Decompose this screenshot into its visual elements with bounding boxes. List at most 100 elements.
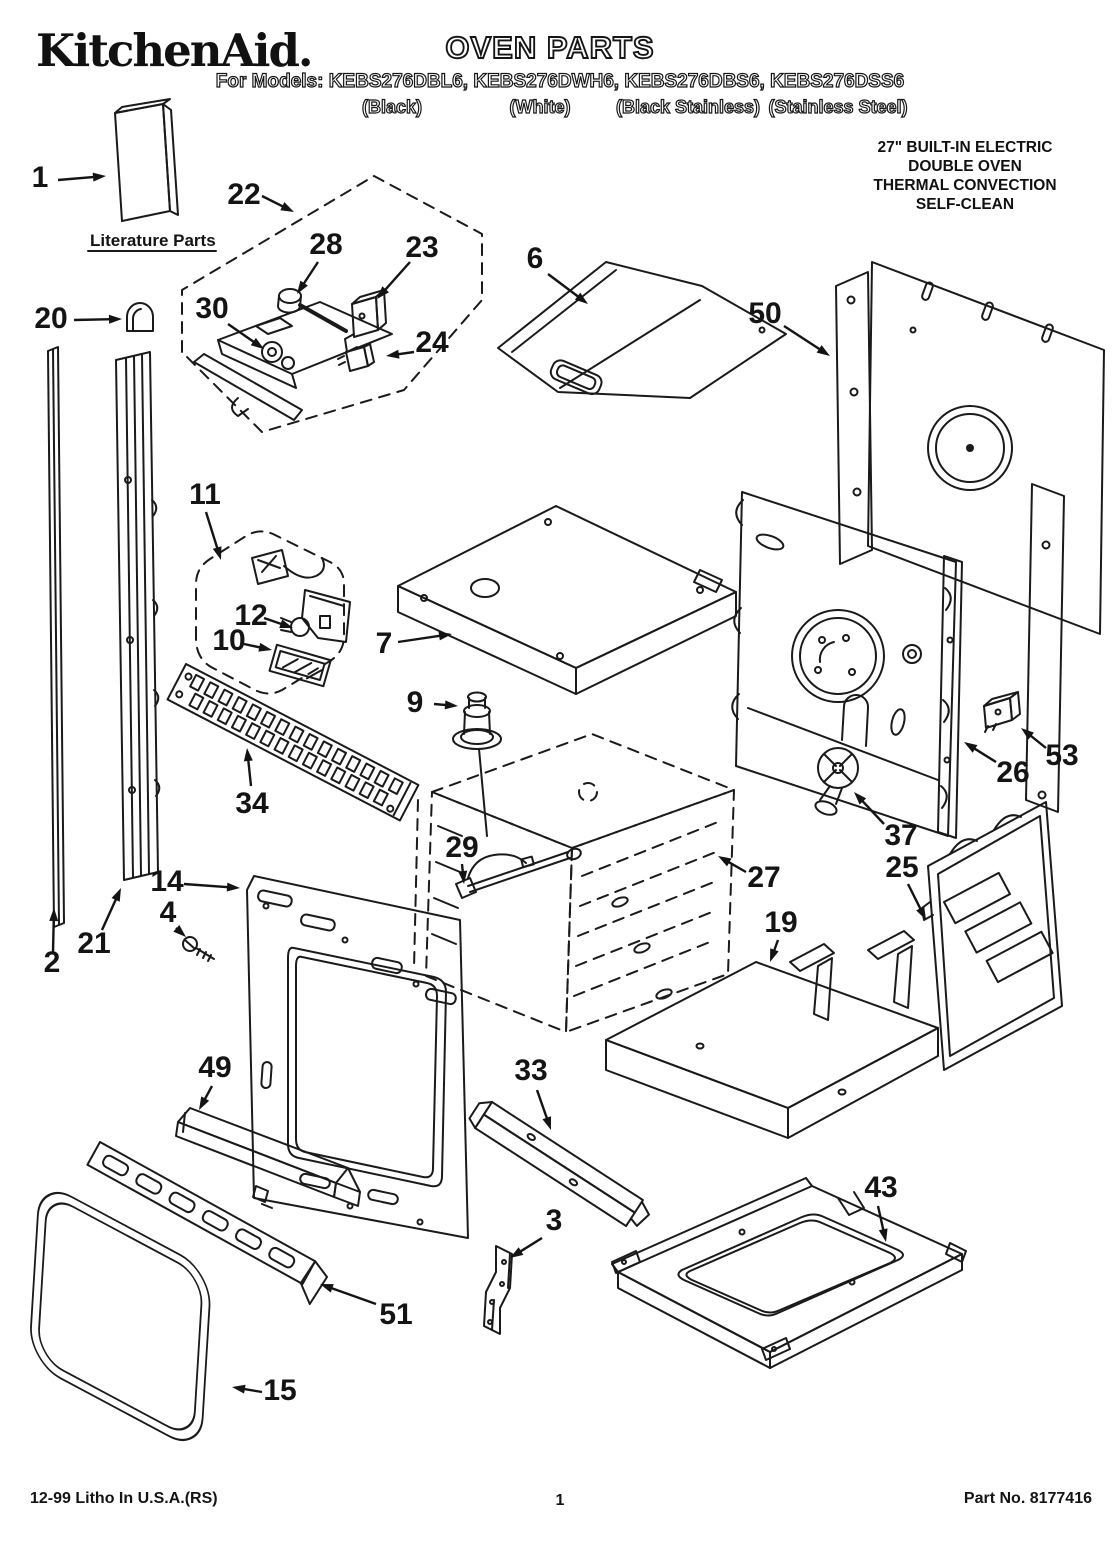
part-37-fan-motor [814,747,859,816]
arrowhead [279,619,293,629]
arrowhead [386,349,400,359]
part-22-latch-assembly-boundary [181,175,483,433]
part-24-micro-switch [337,343,375,372]
part-28-latch-cam [277,288,302,314]
part-25-retainer-panel [921,801,1063,1071]
callout-10: 10 [212,624,245,657]
desc-line-2: DOUBLE OVEN [908,158,1022,175]
finish-stainless-steel: (Stainless Steel) [768,96,908,117]
arrowhead [92,172,106,182]
arrowhead [111,888,121,902]
callout-24: 24 [415,326,449,359]
part-6-vent-cover [497,261,787,399]
literature-parts-label: Literature Parts [90,231,216,250]
arrowhead [250,337,264,349]
arrowhead [320,1284,334,1293]
callout-14: 14 [150,865,184,898]
arrowhead [1021,728,1034,740]
arrowhead [718,856,732,867]
arrowhead [510,1247,524,1258]
part-2-side-trim [47,346,65,928]
arrowhead [226,882,240,892]
part-50-rear-panel [835,261,1105,813]
finish-white: (White) [509,96,571,117]
callout-11: 11 [189,478,221,511]
part-30-latch-base [193,301,393,421]
callout-20: 20 [34,302,67,335]
callout-27: 27 [747,861,780,894]
callout-28: 28 [309,228,342,261]
callout-arrows [49,172,1047,1394]
arrowhead [49,908,59,922]
arrowhead [212,546,222,560]
part-34-vent-grille [166,663,420,822]
footer-litho: 12-99 Litho In U.S.A.(RS) [30,1490,218,1507]
part-53-thermal-switch [983,691,1021,733]
part-1-literature-book [114,98,179,222]
callout-3: 3 [546,1204,563,1237]
callout-51: 51 [379,1298,412,1331]
arrowhead [280,202,294,212]
arrowhead [108,314,122,324]
part-21-side-channel [115,351,161,881]
desc-line-4: SELF-CLEAN [915,196,1015,213]
arrowhead [878,1228,888,1242]
footer-part-number: Part No. 8177416 [963,1490,1092,1507]
callout-34: 34 [235,787,269,820]
part-20-end-cap [126,302,154,332]
page-title: OVEN PARTS [444,29,655,66]
part-51-vent-trim [86,1141,329,1306]
callout-21: 21 [77,927,110,960]
callout-26: 26 [996,756,1029,789]
callout-numbers: 1 20 2 21 22 28 23 30 24 6 50 11 12 10 7… [32,161,1079,1407]
callout-50: 50 [748,297,781,330]
arrowhead [232,1384,246,1394]
part-43-bottom-pan [611,1177,967,1369]
callout-23: 23 [405,231,438,264]
part-14-door-frame [246,875,469,1239]
callout-29: 29 [445,831,478,864]
callout-22: 22 [227,178,260,211]
part-49-door-trim [175,1107,361,1207]
part-26-side-panel [731,491,963,839]
desc-line-3: THERMAL CONVECTION [873,177,1057,194]
callout-43: 43 [864,1171,897,1204]
arrowhead [377,286,390,299]
arrowhead [854,792,867,805]
callout-30: 30 [195,292,228,325]
callout-2: 2 [44,946,61,979]
callout-1: 1 [32,161,49,194]
part-29-broil-element [455,847,582,899]
arrowhead [258,642,272,652]
callout-19: 19 [764,906,797,939]
part-23-latch-switch [344,289,387,353]
arrowhead [243,748,253,762]
arrowhead [438,631,452,641]
arrowhead [916,906,926,920]
part-4-screw [182,936,215,962]
arrowhead [173,924,186,937]
arrowhead [816,345,830,356]
callout-4: 4 [160,896,177,929]
arrowhead [444,700,458,710]
arrowhead [458,870,468,884]
models-line: For Models: KEBS276DBL6, KEBS276DWH6, KE… [215,70,905,92]
callout-7: 7 [376,627,393,660]
arrowhead [542,1116,551,1130]
part-27-oven-cavity [413,733,735,1033]
oven-description: 27" BUILT-IN ELECTRIC DOUBLE OVEN THERMA… [850,138,1080,214]
part-9-grommet [452,691,502,837]
finish-black: (Black) [361,96,423,117]
part-7-top-panel [397,505,737,695]
part-15-door-gasket [30,1191,211,1441]
desc-line-1: 27" BUILT-IN ELECTRIC [877,139,1053,156]
finish-black-stainless: (Black Stainless) [615,96,761,117]
callout-15: 15 [263,1374,296,1407]
part-10-light-lens [268,643,332,688]
callout-37: 37 [884,819,917,852]
callout-49: 49 [198,1051,231,1084]
arrowhead [964,742,978,753]
part-11-light-assembly-boundary [195,530,351,695]
part-19-oven-shelf [605,930,939,1139]
